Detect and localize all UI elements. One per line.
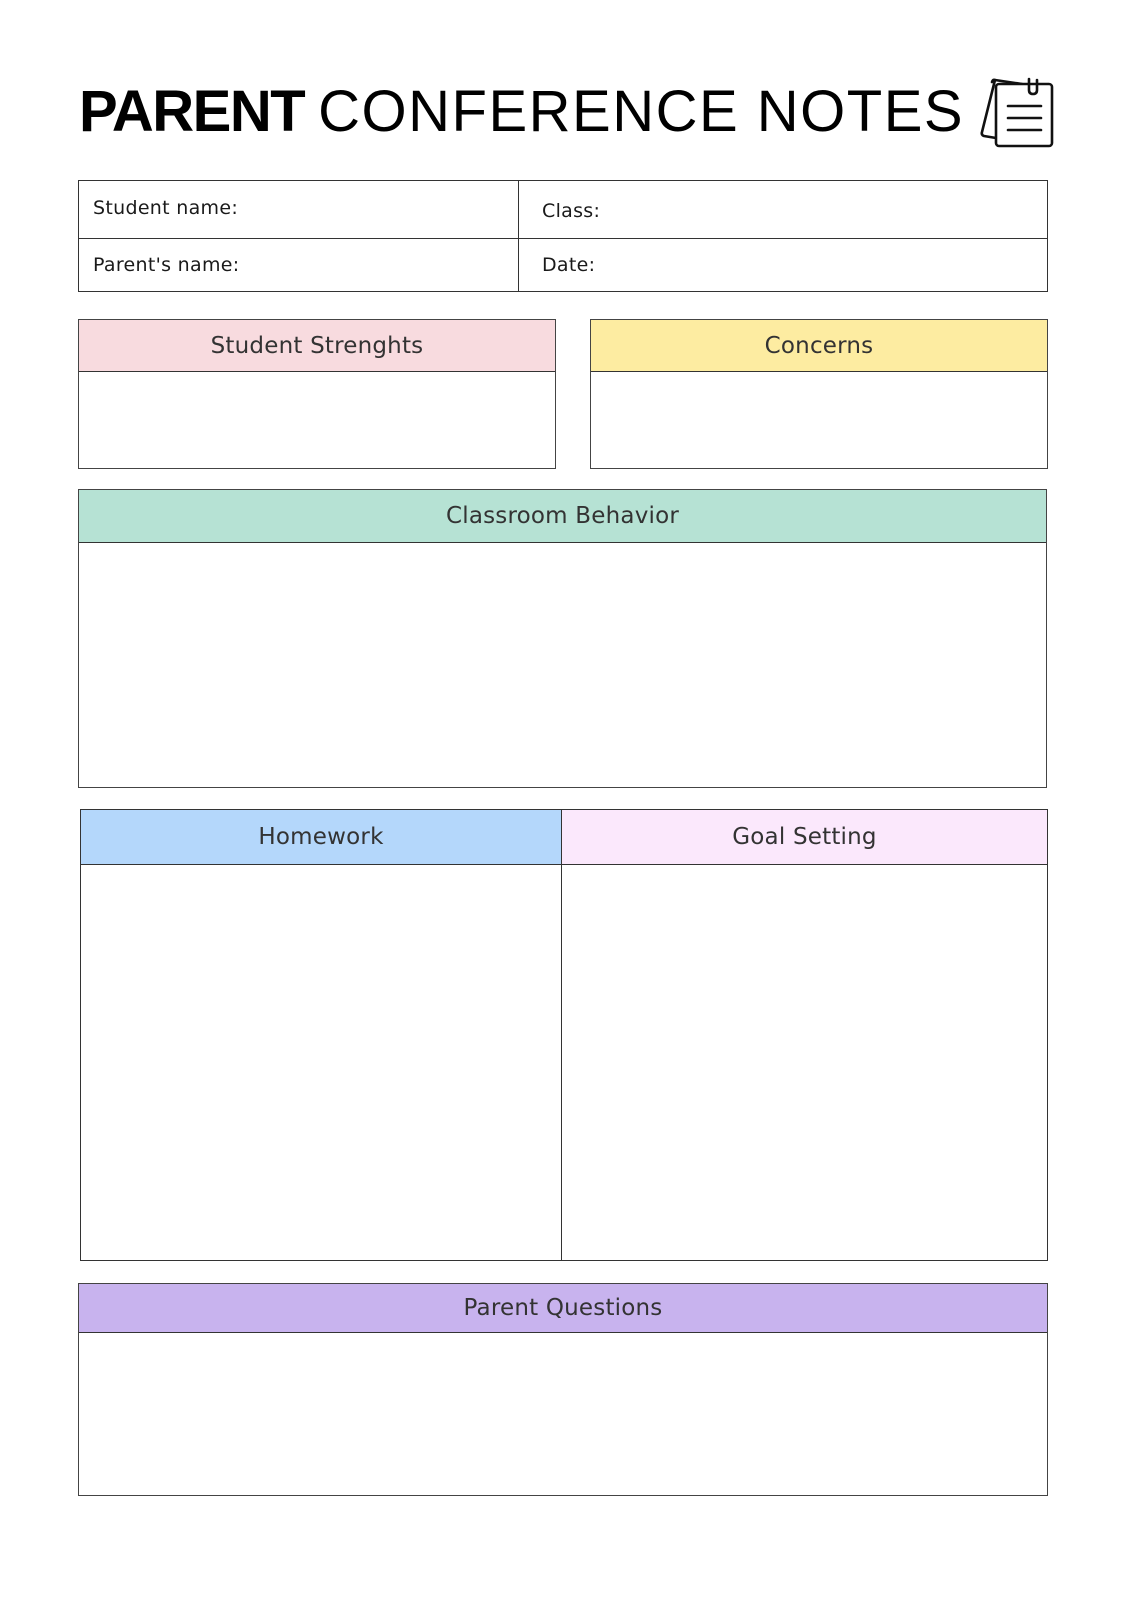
date-label: Date: [542, 254, 596, 276]
classroom-behavior-header: Classroom Behavior [79, 490, 1046, 543]
student-name-label: Student name: [93, 197, 239, 219]
class-label: Class: [542, 200, 601, 222]
student-name-field[interactable]: Student name: [79, 181, 518, 239]
student-strengths-section: Student Strenghts [78, 319, 556, 469]
homework-notes-area[interactable] [81, 865, 561, 1260]
concerns-notes-area[interactable] [591, 372, 1047, 468]
page-title-light: CONFERENCE NOTES [318, 79, 965, 144]
homework-header: Homework [81, 810, 561, 865]
goal-setting-notes-area[interactable] [562, 865, 1047, 1260]
goal-setting-header: Goal Setting [562, 810, 1047, 865]
student-strengths-notes-area[interactable] [79, 372, 555, 468]
classroom-behavior-section: Classroom Behavior [78, 489, 1047, 788]
parent-name-field[interactable]: Parent's name: [79, 239, 518, 291]
date-field[interactable]: Date: [518, 239, 1047, 291]
parent-name-label: Parent's name: [93, 254, 240, 276]
student-info-table: Student name: Class: Parent's name: Date… [78, 180, 1048, 292]
parent-questions-header: Parent Questions [79, 1284, 1047, 1333]
homework-column: Homework [81, 810, 562, 1260]
concerns-section: Concerns [590, 319, 1048, 469]
student-strengths-header: Student Strenghts [79, 320, 555, 372]
goal-setting-column: Goal Setting [562, 810, 1047, 1260]
homework-goals-section: Homework Goal Setting [80, 809, 1048, 1261]
concerns-header: Concerns [591, 320, 1047, 372]
classroom-behavior-notes-area[interactable] [79, 543, 1046, 787]
parent-questions-section: Parent Questions [78, 1283, 1048, 1496]
notes-clipboard-icon [980, 76, 1060, 152]
class-field[interactable]: Class: [518, 181, 1047, 239]
parent-questions-notes-area[interactable] [79, 1333, 1047, 1495]
page-title-bold: PARENT [79, 79, 306, 144]
